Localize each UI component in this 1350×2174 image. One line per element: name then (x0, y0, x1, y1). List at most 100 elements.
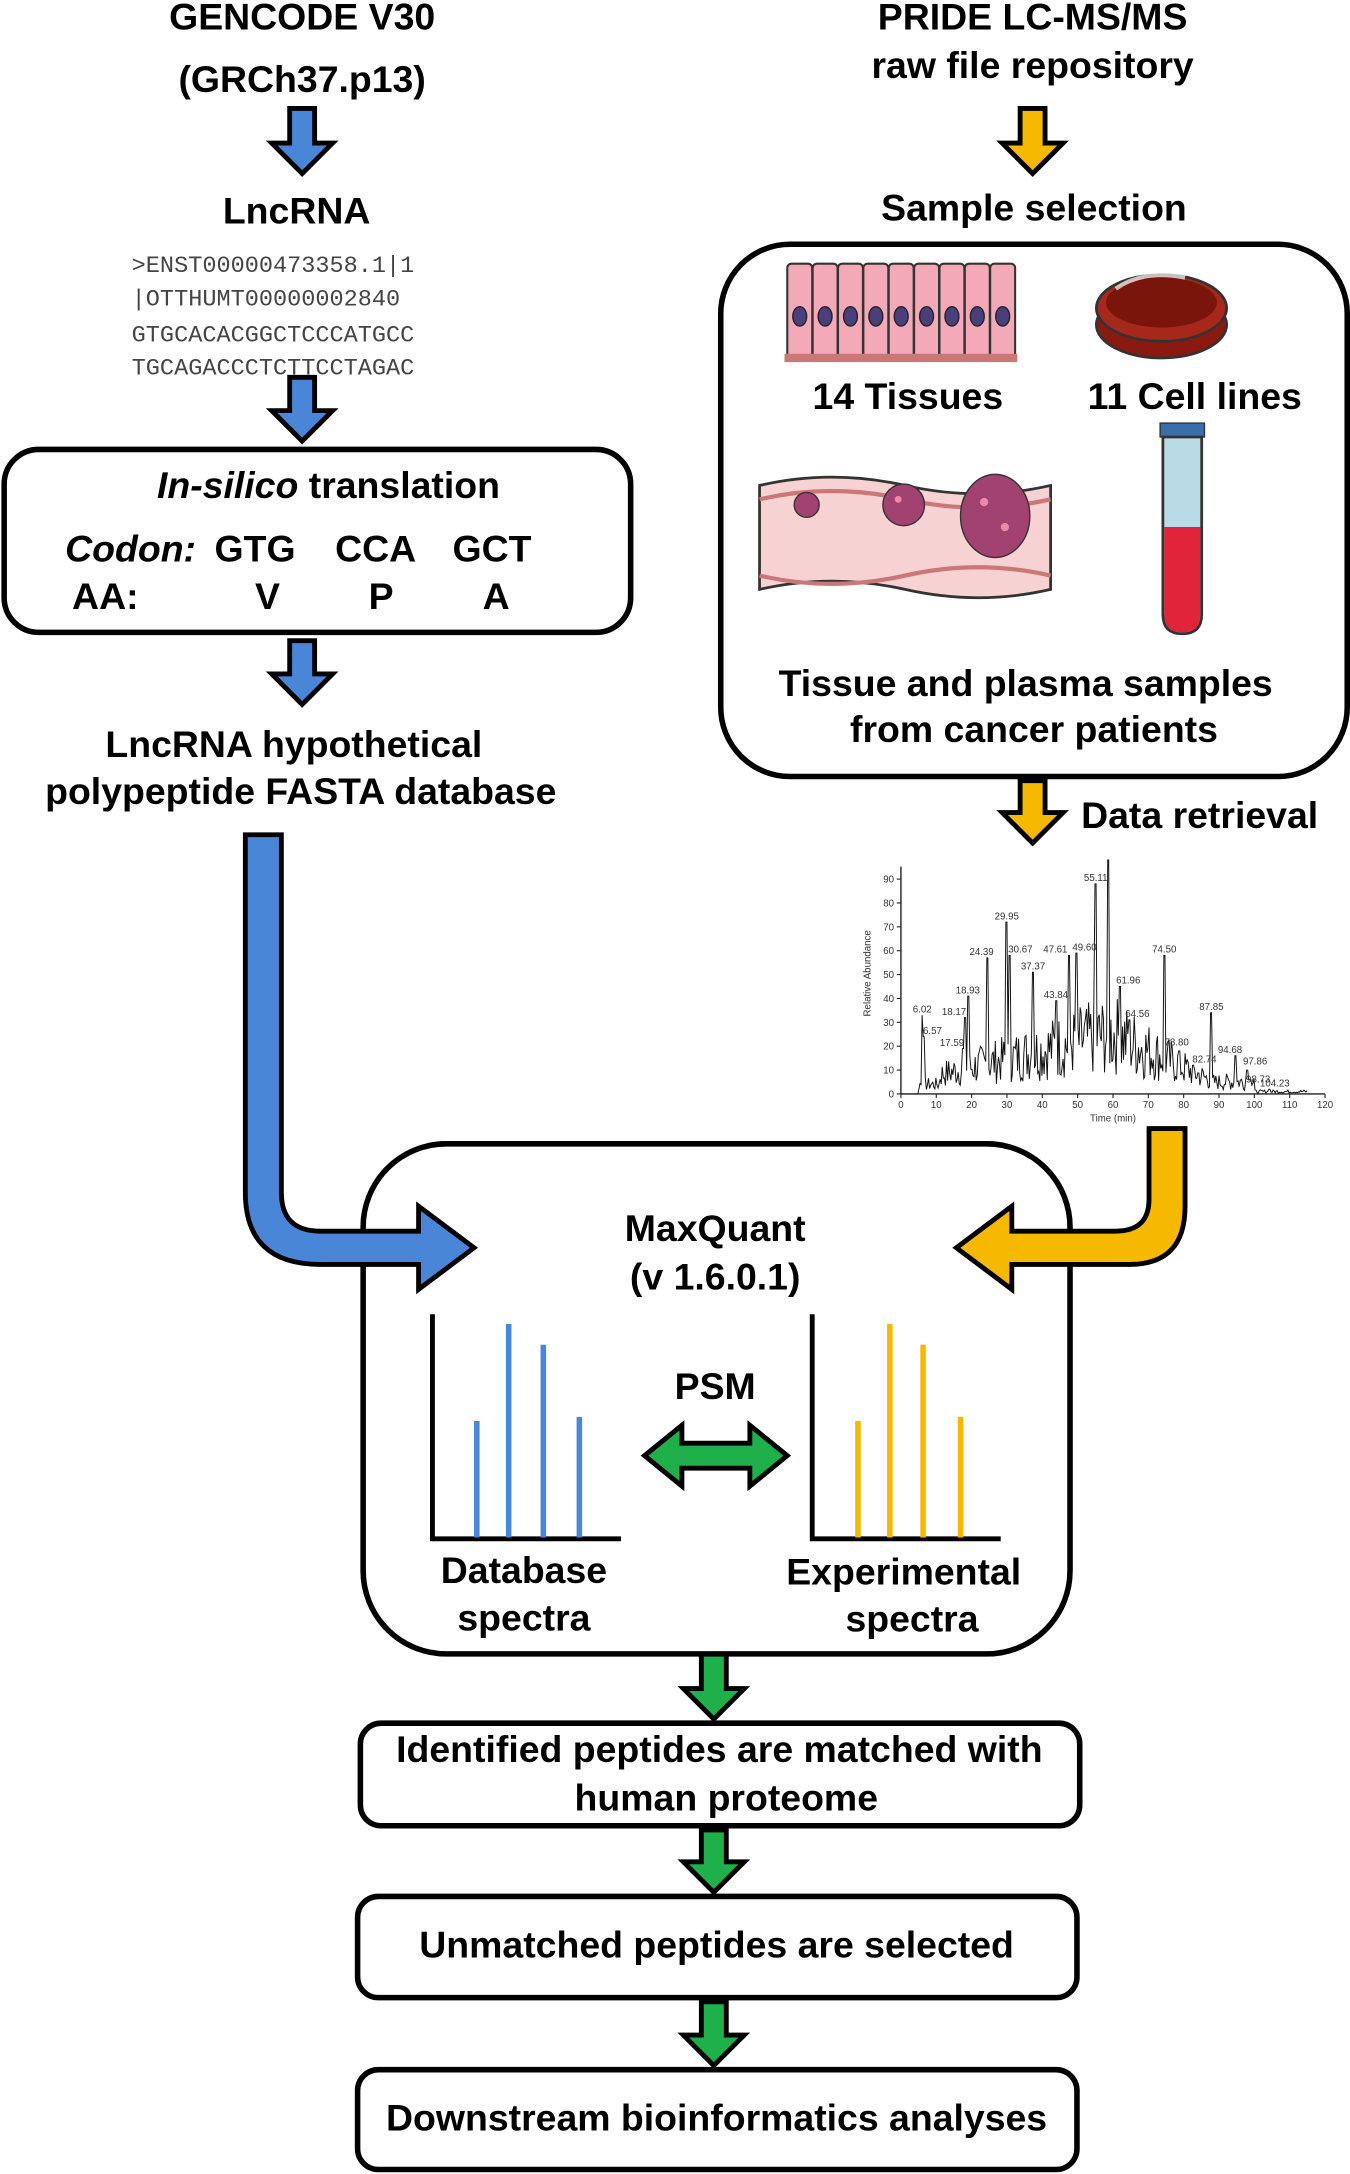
translation-title: In-silico translation (157, 464, 500, 506)
unmatched-step-box (354, 1893, 1080, 2001)
maxquant-title: MaxQuant (625, 1207, 806, 1249)
matched-step-line1: Identified peptides are matched with (396, 1728, 1042, 1770)
maxquant-box (360, 1141, 1073, 1657)
codon: GCT (453, 528, 532, 570)
x-tick-label: 110 (1282, 1100, 1298, 1111)
colon-tumor-icon (758, 473, 1053, 600)
experimental-spectra-line2: spectra (845, 1598, 979, 1640)
sequence-line: TGCAGACCCTCTTCCTAGAC (132, 356, 415, 383)
y-tick-label: 30 (883, 1018, 894, 1029)
peak-label: 30.67 (1008, 945, 1032, 956)
aa-label: AA: (72, 575, 138, 617)
codon: GTG (215, 528, 296, 570)
tissues-label: 14 Tissues (813, 375, 1004, 417)
peak-label: 18.93 (956, 985, 980, 996)
peak-label: 78.80 (1165, 1037, 1190, 1048)
x-tick-label: 50 (1072, 1100, 1083, 1111)
matched-step-box (357, 1720, 1083, 1829)
chrom-ylabel: Relative Abundance (862, 930, 873, 1016)
data-retrieval-label: Data retrieval (1081, 794, 1318, 836)
y-tick-label: 70 (883, 922, 894, 933)
blue-flow-arrow-icon (242, 832, 479, 1295)
amino-acid: V (255, 575, 280, 617)
peak-label: 94.68 (1218, 1045, 1242, 1056)
codon: CCA (335, 528, 416, 570)
cell-nucleus (817, 305, 833, 327)
codon-label: Codon: (65, 528, 196, 570)
maxquant-version: (v 1.6.0.1) (630, 1255, 801, 1297)
sequence-line: GTGCACACGGCTCCCATGCC (132, 322, 415, 349)
peak-label: 49.60 (1072, 942, 1097, 953)
gencode-subtitle: (GRCh37.p13) (178, 58, 425, 100)
pride-subtitle: raw file repository (871, 44, 1193, 86)
peak-label: 37.37 (1021, 961, 1045, 972)
flow-arrows (265, 106, 1069, 2069)
y-tick-label: 60 (883, 946, 894, 957)
sequence-line: >ENST00000473358.1|1 (132, 253, 415, 280)
pride-title: PRIDE LC-MS/MS (878, 0, 1188, 37)
peak-label: 47.61 (1043, 945, 1067, 956)
down-arrow-icon (677, 1827, 751, 1896)
gencode-title: GENCODE V30 (169, 0, 435, 37)
x-tick-label: 120 (1317, 1100, 1334, 1111)
experimental-spectrum-axes (809, 1314, 1001, 1542)
double-arrow-icon (640, 1420, 792, 1492)
down-arrow-icon (265, 106, 339, 178)
peak-label: 82.74 (1192, 1055, 1217, 1066)
sequence-line: |OTTHUMT00000002840 (132, 286, 400, 313)
cell-nucleus (918, 305, 935, 327)
y-tick-label: 90 (883, 875, 894, 886)
cell-nucleus (842, 305, 859, 327)
cell-nucleus (944, 305, 960, 327)
amino-acid: P (369, 575, 394, 617)
peak-label: 18.17 (942, 1007, 966, 1018)
y-tick-label: 10 (883, 1066, 894, 1077)
down-arrow-icon (996, 778, 1069, 847)
x-tick-label: 80 (1178, 1100, 1189, 1111)
downstream-step-text: Downstream bioinformatics analyses (386, 2097, 1047, 2139)
peak-label: 17.59 (940, 1038, 964, 1049)
database-spectrum-axes (430, 1314, 621, 1542)
down-arrow-icon (996, 106, 1069, 178)
orange-flow-arrow-icon (952, 1126, 1188, 1295)
x-tick-label: 90 (1214, 1100, 1225, 1111)
sequence-snippet: >ENST00000473358.1|1 |OTTHUMT00000002840… (132, 253, 415, 383)
down-arrow-icon (677, 1651, 751, 1723)
y-tick-label: 50 (883, 970, 894, 981)
matched-step-line2: human proteome (575, 1777, 878, 1819)
peak-label: 74.50 (1152, 945, 1177, 956)
tissues-icon (784, 262, 1018, 363)
peak-label: 98.73 (1246, 1074, 1270, 1085)
translation-box (1, 446, 634, 636)
peak-label: 104.23 (1260, 1078, 1290, 1089)
blood-tube-icon (1159, 422, 1206, 636)
down-arrow-icon (265, 374, 339, 445)
database-title-line2: polypeptide FASTA database (45, 770, 556, 812)
cell-nucleus (995, 305, 1011, 327)
database-spectra-line2: spectra (457, 1596, 591, 1638)
cell-nucleus (893, 305, 909, 327)
samples-line2: from cancer patients (850, 708, 1218, 750)
down-arrow-icon (677, 1999, 751, 2069)
peak-label: 24.39 (969, 947, 993, 958)
downstream-step-box (354, 2066, 1080, 2173)
x-tick-label: 30 (1002, 1100, 1013, 1111)
peak-label: 97.86 (1243, 1057, 1267, 1068)
samples-line1: Tissue and plasma samples (779, 662, 1273, 704)
x-tick-label: 60 (1108, 1100, 1119, 1111)
x-tick-label: 20 (966, 1100, 977, 1111)
tissue-base (784, 353, 1018, 363)
peak-label: 29.95 (995, 911, 1019, 922)
amino-acid: A (483, 575, 510, 617)
experimental-spectra-line1: Experimental (786, 1551, 1021, 1593)
cell-lines-label: 11 Cell lines (1088, 375, 1302, 417)
peak-label: 43.84 (1044, 990, 1069, 1001)
x-tick-label: 70 (1143, 1100, 1154, 1111)
peak-label: 61.96 (1116, 976, 1140, 987)
down-arrow-icon (265, 638, 339, 708)
y-tick-label: 40 (883, 994, 894, 1005)
maxquant-inflow-arrows (242, 832, 1188, 1492)
y-tick-label: 20 (883, 1042, 894, 1053)
spectra-plots (430, 1314, 1001, 1542)
